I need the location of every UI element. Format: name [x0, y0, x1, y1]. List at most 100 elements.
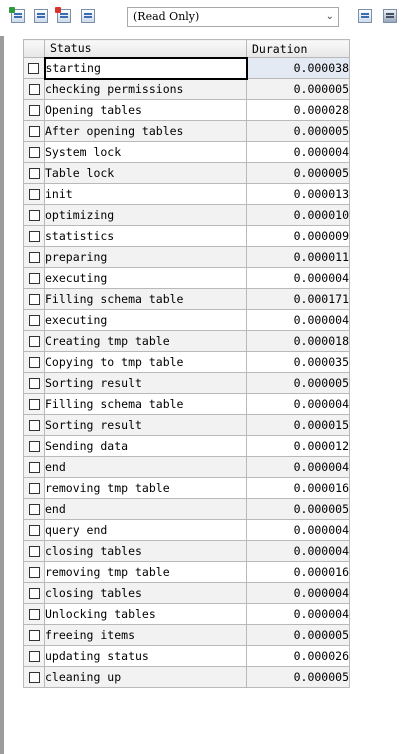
- cell-duration[interactable]: 0.000004: [246, 603, 350, 625]
- cell-duration[interactable]: 0.000010: [246, 204, 350, 226]
- row-checkbox[interactable]: [23, 309, 45, 331]
- grid-add-icon[interactable]: [9, 7, 25, 23]
- row-checkbox[interactable]: [23, 393, 45, 415]
- cell-status[interactable]: cleaning up: [44, 666, 247, 688]
- column-header-status[interactable]: Status: [44, 39, 247, 58]
- checkbox-icon[interactable]: [28, 126, 40, 137]
- cell-status[interactable]: optimizing: [44, 204, 247, 226]
- checkbox-icon[interactable]: [28, 672, 40, 683]
- row-checkbox[interactable]: [23, 435, 45, 457]
- row-checkbox[interactable]: [23, 288, 45, 310]
- grid-export-icon[interactable]: [358, 9, 372, 23]
- cell-status[interactable]: System lock: [44, 141, 247, 163]
- cell-duration[interactable]: 0.000004: [246, 141, 350, 163]
- checkbox-icon[interactable]: [28, 336, 40, 347]
- cell-status[interactable]: Filling schema table: [44, 393, 247, 415]
- row-checkbox[interactable]: [23, 162, 45, 184]
- row-checkbox[interactable]: [23, 120, 45, 142]
- result-mode-select[interactable]: (Read Only) ⌄: [127, 7, 339, 27]
- cell-duration[interactable]: 0.000005: [246, 372, 350, 394]
- cell-status[interactable]: end: [44, 456, 247, 478]
- cell-status[interactable]: starting: [43, 56, 248, 80]
- cell-duration[interactable]: 0.000016: [246, 561, 350, 583]
- cell-status[interactable]: Sorting result: [44, 414, 247, 436]
- grid-red-icon[interactable]: [55, 7, 71, 23]
- cell-status[interactable]: closing tables: [44, 582, 247, 604]
- row-checkbox[interactable]: [23, 456, 45, 478]
- row-checkbox[interactable]: [23, 624, 45, 646]
- checkbox-icon[interactable]: [28, 294, 40, 305]
- cell-duration[interactable]: 0.000005: [246, 498, 350, 520]
- checkbox-icon[interactable]: [28, 567, 40, 578]
- cell-duration[interactable]: 0.000015: [246, 414, 350, 436]
- cell-duration[interactable]: 0.000004: [246, 267, 350, 289]
- cell-duration[interactable]: 0.000004: [246, 309, 350, 331]
- checkbox-icon[interactable]: [28, 168, 40, 179]
- cell-duration[interactable]: 0.000028: [246, 99, 350, 121]
- row-checkbox[interactable]: [23, 204, 45, 226]
- checkbox-icon[interactable]: [28, 651, 40, 662]
- row-checkbox[interactable]: [23, 372, 45, 394]
- cell-duration[interactable]: 0.000005: [246, 666, 350, 688]
- chevron-down-icon[interactable]: ⌄: [325, 11, 334, 22]
- checkbox-icon[interactable]: [28, 231, 40, 242]
- cell-duration[interactable]: 0.000026: [246, 645, 350, 667]
- checkbox-icon[interactable]: [28, 84, 40, 95]
- column-header-duration[interactable]: Duration: [246, 39, 350, 58]
- row-checkbox[interactable]: [23, 519, 45, 541]
- grid-gray-icon[interactable]: [81, 9, 95, 23]
- checkbox-icon[interactable]: [28, 441, 40, 452]
- checkbox-icon[interactable]: [28, 189, 40, 200]
- cell-duration[interactable]: 0.000005: [246, 120, 350, 142]
- left-splitter[interactable]: [0, 36, 4, 754]
- cell-duration[interactable]: 0.000005: [246, 624, 350, 646]
- cell-status[interactable]: Copying to tmp table: [44, 351, 247, 373]
- row-checkbox[interactable]: [23, 246, 45, 268]
- cell-status[interactable]: end: [44, 498, 247, 520]
- checkbox-icon[interactable]: [28, 315, 40, 326]
- checkbox-icon[interactable]: [28, 546, 40, 557]
- cell-status[interactable]: updating status: [44, 645, 247, 667]
- cell-status[interactable]: freeing items: [44, 624, 247, 646]
- cell-duration[interactable]: 0.000005: [246, 78, 350, 100]
- row-checkbox[interactable]: [23, 99, 45, 121]
- cell-status[interactable]: statistics: [44, 225, 247, 247]
- cell-status[interactable]: Unlocking tables: [44, 603, 247, 625]
- cell-status[interactable]: After opening tables: [44, 120, 247, 142]
- cell-status[interactable]: closing tables: [44, 540, 247, 562]
- row-checkbox[interactable]: [23, 414, 45, 436]
- checkbox-icon[interactable]: [28, 252, 40, 263]
- cell-duration[interactable]: 0.000004: [246, 456, 350, 478]
- cell-duration[interactable]: 0.000035: [246, 351, 350, 373]
- row-checkbox[interactable]: [23, 267, 45, 289]
- row-checkbox[interactable]: [23, 645, 45, 667]
- cell-duration[interactable]: 0.000004: [246, 393, 350, 415]
- row-checkbox[interactable]: [23, 603, 45, 625]
- checkbox-icon[interactable]: [28, 504, 40, 515]
- cell-status[interactable]: executing: [44, 309, 247, 331]
- cell-status[interactable]: removing tmp table: [44, 477, 247, 499]
- row-checkbox[interactable]: [23, 225, 45, 247]
- row-checkbox[interactable]: [23, 561, 45, 583]
